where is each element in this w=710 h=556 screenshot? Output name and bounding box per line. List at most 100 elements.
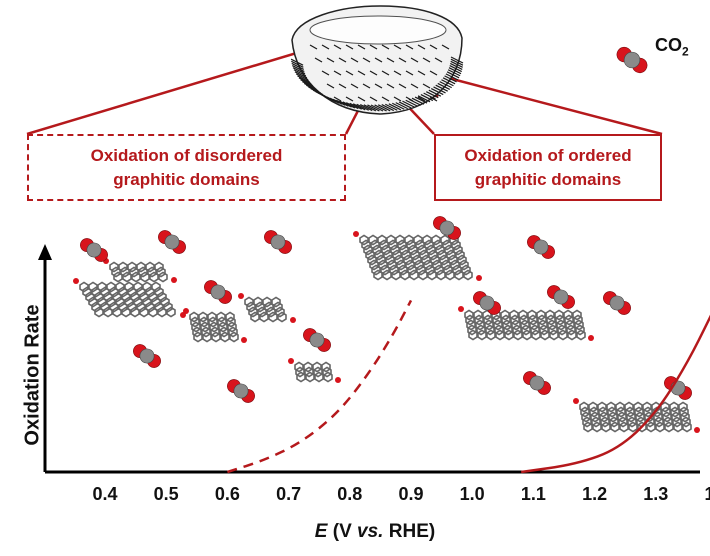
particle-flake-stroke: [370, 104, 384, 112]
particle-flake-stroke: [352, 103, 366, 111]
particle-flake-stroke: [290, 58, 304, 66]
particle-flake-stroke: [333, 44, 342, 50]
particle-flake-stroke: [381, 96, 390, 102]
particle-flake-stroke: [292, 67, 306, 75]
particle-flake-stroke: [314, 57, 323, 63]
carbon-particle-image: [290, 5, 464, 115]
graphene-flakes: [73, 231, 700, 433]
particle-flake-stroke: [417, 44, 426, 50]
co2-molecule: [603, 291, 631, 315]
particle-flake-stroke: [359, 104, 373, 112]
particle-flake-stroke: [363, 104, 377, 112]
particle-flake-stroke: [430, 88, 444, 96]
co2-legend-icon: [616, 46, 648, 74]
particle-flake-stroke: [429, 44, 438, 50]
ordered-oxidation-curve: [520, 314, 710, 474]
particle-flake-stroke: [422, 57, 431, 63]
x-tick-labels: 0.40.50.60.70.80.91.01.11.21.31.4: [92, 484, 710, 504]
particle-flake-stroke: [374, 57, 383, 63]
particle-flake-stroke: [429, 96, 438, 102]
particle-flake-stroke: [393, 44, 402, 50]
particle-flake-stroke: [295, 73, 309, 81]
particle-flake-stroke: [444, 75, 457, 83]
particle-flake-stroke: [405, 70, 414, 76]
particle-flake-stroke: [428, 89, 442, 97]
particle-flake-stroke: [339, 100, 352, 108]
particle-flake-stroke: [333, 70, 342, 76]
particle-flake-stroke: [357, 70, 366, 76]
co2-molecule: [227, 379, 255, 403]
particle-flake-stroke: [446, 71, 460, 79]
particle-flake-stroke: [441, 79, 454, 87]
co2-molecule: [133, 344, 161, 368]
particle-flake-stroke: [417, 70, 426, 76]
co2-molecule: [523, 371, 551, 395]
particle-flake-stroke: [398, 83, 407, 89]
co2-molecule: [80, 238, 108, 262]
particle-flake-stroke: [435, 84, 448, 92]
particle-flake-stroke: [345, 96, 354, 102]
particle-flake-stroke: [377, 104, 391, 112]
particle-flake-stroke: [405, 44, 414, 50]
graphene-flake: [288, 358, 341, 383]
particle-flake-stroke: [437, 82, 451, 90]
particle-flake-stroke: [417, 95, 431, 103]
particle-flake-stroke: [309, 44, 318, 50]
particle-flake-stroke: [381, 70, 390, 76]
graphene-flake: [353, 231, 482, 281]
particle-flake-stroke: [450, 60, 463, 68]
particle-flake-stroke: [338, 83, 347, 89]
particle-flake-stroke: [386, 83, 395, 89]
co2-molecule: [158, 230, 186, 254]
particle-flake-stroke: [321, 44, 330, 50]
x-tick-label: 0.4: [92, 484, 117, 504]
particle-flake-stroke: [294, 71, 308, 79]
particle-flake-stroke: [302, 81, 315, 89]
particle-flake-stroke: [420, 93, 434, 102]
x-tick-label: 1.0: [460, 484, 485, 504]
x-axis-label: E (V vs. RHE): [314, 521, 436, 542]
disordered-domains-label: Oxidation of disordered graphitic domain…: [27, 134, 346, 201]
particle-flake-stroke: [429, 70, 438, 76]
particle-flake-stroke: [292, 65, 305, 73]
particle-flake-stroke: [346, 102, 359, 110]
particle-flake-stroke: [410, 57, 419, 63]
x-tick-label: 0.6: [215, 484, 240, 504]
particle-flake-stroke: [350, 83, 359, 89]
particle-flake-stroke: [306, 84, 319, 92]
particle-flake-stroke: [298, 77, 312, 85]
particle-flake-stroke: [398, 101, 412, 109]
particle-flake-stroke: [450, 56, 464, 64]
particle-flake-stroke: [386, 57, 395, 63]
particle-flake-stroke: [356, 103, 369, 111]
co2-legend-label: CO2: [655, 35, 689, 59]
particle-flake-stroke: [345, 70, 354, 76]
particle-flake-stroke: [447, 69, 461, 77]
particle-flake-stroke: [433, 86, 446, 94]
particle-flake-stroke: [326, 83, 335, 89]
particle-flake-stroke: [450, 62, 463, 70]
co2-molecule: [433, 216, 461, 240]
particle-flake-stroke: [350, 57, 359, 63]
particle-flake-stroke: [303, 82, 317, 90]
particle-flake-stroke: [385, 103, 398, 111]
particle-flake-stroke: [381, 104, 395, 112]
particle-flake-stroke: [357, 96, 366, 102]
particle-flake-stroke: [342, 101, 356, 109]
particle-flake-stroke: [448, 67, 462, 75]
co2-molecule: [473, 291, 501, 315]
particle-flake-stroke: [411, 97, 425, 105]
particle-flake-stroke: [369, 96, 378, 102]
particle-flake-stroke: [369, 70, 378, 76]
x-tick-label: 1.3: [643, 484, 668, 504]
particle-flake-stroke: [326, 57, 335, 63]
particle-flake-stroke: [414, 96, 428, 104]
particle-flake-stroke: [388, 103, 402, 111]
x-tick-label: 1.1: [521, 484, 546, 504]
particle-flake-stroke: [402, 100, 415, 108]
particle-flake-stroke: [338, 57, 347, 63]
graphene-flake: [73, 278, 186, 318]
particle-flake-stroke: [441, 44, 450, 50]
